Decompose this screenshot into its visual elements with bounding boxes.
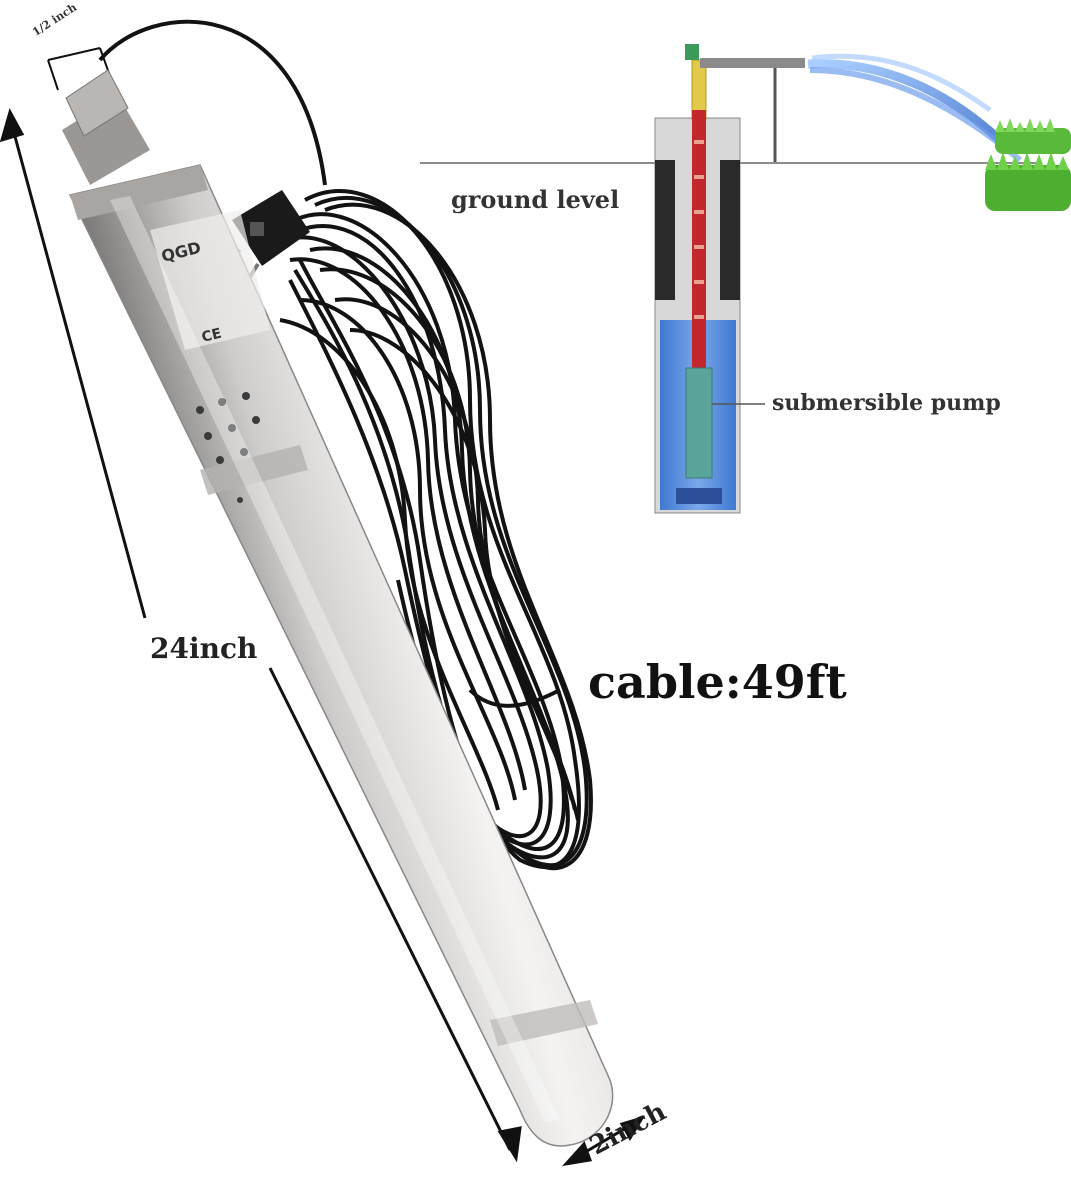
diameter-dimension-arrow bbox=[562, 1115, 646, 1167]
length-dimension-arrow bbox=[0, 108, 522, 1163]
submersible-pump-label: submersible pump bbox=[772, 390, 1001, 416]
ce-mark: CE bbox=[200, 326, 223, 346]
length-label: 24inch bbox=[150, 632, 258, 665]
cable-length-label: cable:49ft bbox=[588, 655, 847, 709]
well-diagram bbox=[420, 44, 1071, 514]
pump-body bbox=[62, 69, 614, 1147]
grass-patch bbox=[985, 118, 1071, 211]
ground-level-label: ground level bbox=[451, 185, 620, 214]
